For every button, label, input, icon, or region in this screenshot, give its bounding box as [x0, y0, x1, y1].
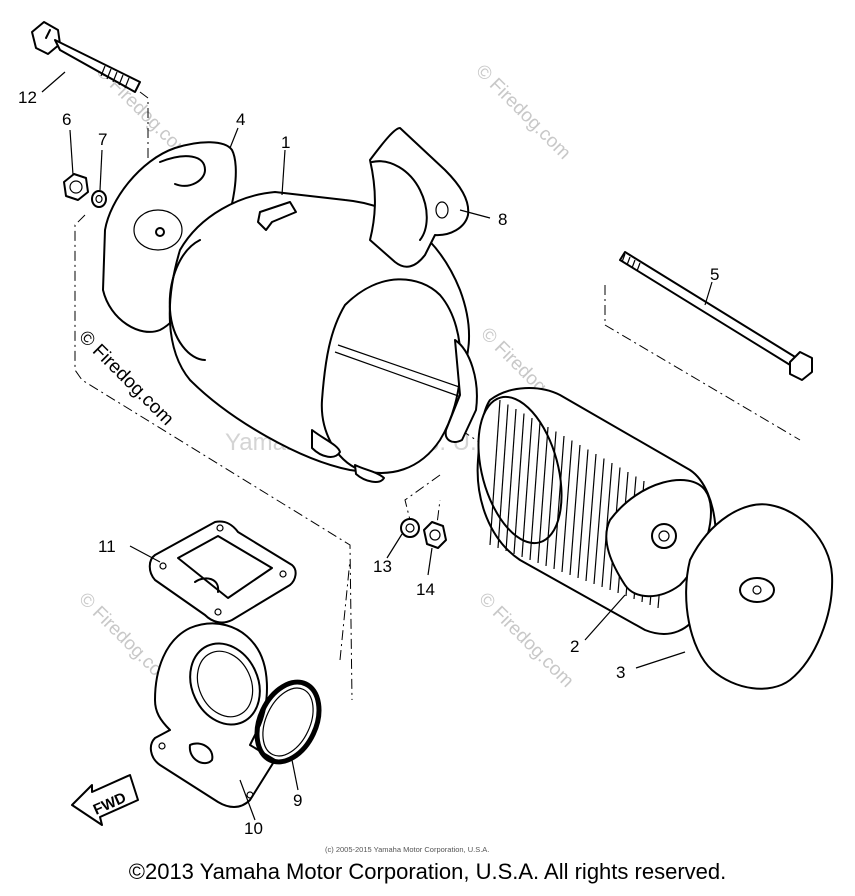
part-labels: 12 6 7 4 1 8 5 11 13 14 2 3 9 10 [18, 88, 719, 838]
pleat-line [505, 408, 517, 552]
pleat-line [593, 458, 605, 585]
part-12-bolt[interactable] [31, 21, 141, 93]
pleat-line [537, 426, 549, 564]
label-9: 9 [293, 791, 302, 810]
label-11: 11 [98, 537, 116, 556]
watermark-left: © Firedog.com [74, 327, 177, 430]
part-3-filter-cap[interactable] [685, 503, 834, 690]
pleat-line [553, 435, 565, 570]
label-14: 14 [416, 580, 435, 599]
pleat-line [585, 453, 597, 582]
part-6-nut[interactable] [63, 173, 89, 201]
part-5-long-bolt[interactable] [619, 251, 813, 381]
part-7-washer[interactable] [91, 190, 107, 208]
part-11-gasket[interactable] [148, 520, 297, 624]
label-5: 5 [710, 265, 719, 284]
label-6: 6 [62, 110, 71, 129]
pleat-line [513, 413, 525, 555]
pleat-line [561, 440, 573, 573]
part-10-joint[interactable] [149, 622, 276, 808]
watermark-bottom-right: © Firedog.com [474, 589, 577, 692]
part-14-nut[interactable] [423, 521, 447, 549]
label-12: 12 [18, 88, 37, 107]
label-8: 8 [498, 210, 507, 229]
label-4: 4 [236, 110, 245, 129]
leader-lines [41, 71, 713, 821]
label-7: 7 [98, 130, 107, 149]
fwd-arrow: FWD [71, 774, 139, 826]
label-13: 13 [373, 557, 392, 576]
label-2: 2 [570, 637, 579, 656]
part-9-clamp-band[interactable] [245, 672, 331, 772]
small-copyright: (c) 2005-2015 Yamaha Motor Corporation, … [325, 845, 489, 854]
part-8-duct[interactable] [369, 127, 470, 268]
label-10: 10 [244, 819, 263, 838]
pleat-line [569, 444, 581, 576]
part-2-filter-element[interactable] [464, 387, 717, 635]
label-3: 3 [616, 663, 625, 682]
label-1: 1 [281, 133, 290, 152]
copyright-notice: ©2013 Yamaha Motor Corporation, U.S.A. A… [128, 859, 727, 884]
pleat-line [489, 399, 501, 546]
pleat-line [577, 449, 589, 579]
pleat-line [521, 417, 533, 558]
pleat-line [529, 422, 541, 561]
pleat-line [545, 431, 557, 567]
part-13-washer[interactable] [400, 518, 420, 538]
pleat-line [497, 404, 509, 549]
watermark-top-right: © Firedog.com [471, 61, 574, 164]
